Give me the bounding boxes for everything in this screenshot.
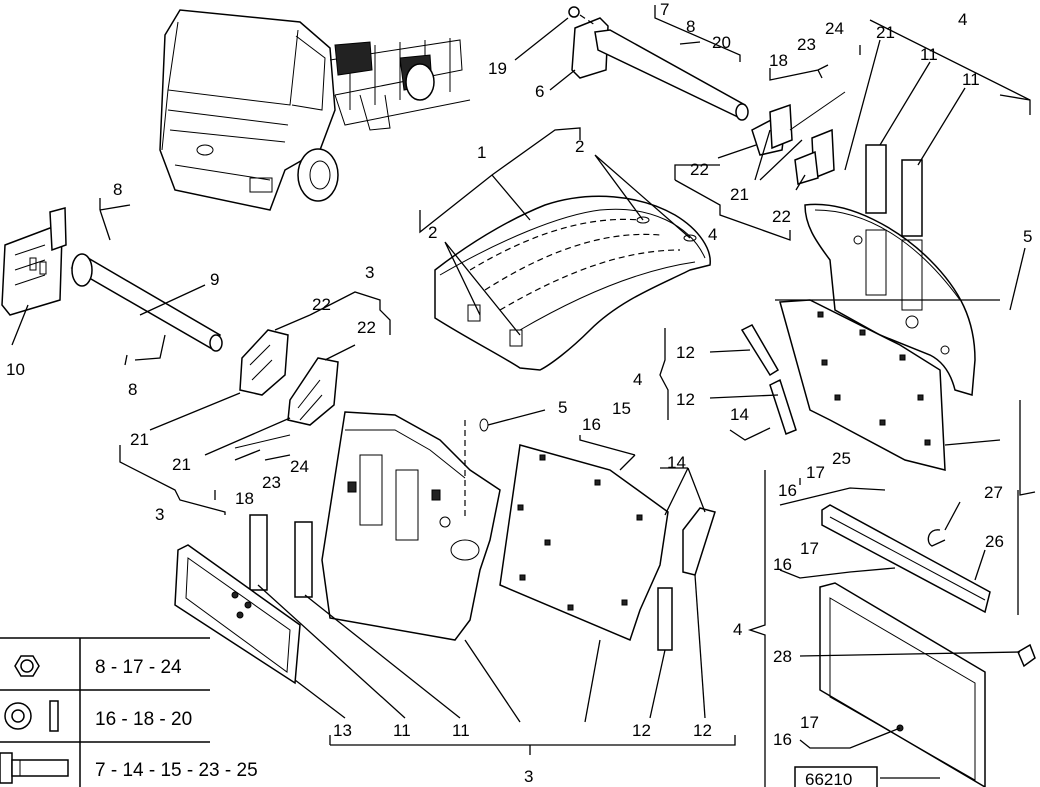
callout: 8	[113, 180, 122, 199]
callout: 27	[984, 483, 1003, 502]
center-mudguard	[321, 411, 501, 641]
left-clips	[234, 329, 339, 449]
callout: 16	[582, 415, 601, 434]
legend-row-text: 16 - 18 - 20	[95, 709, 192, 730]
callout: 11	[393, 721, 411, 740]
callout: 17	[800, 539, 819, 558]
fender-shell	[434, 195, 711, 371]
truck-illustration	[159, 9, 471, 211]
callout: 11	[920, 45, 938, 64]
callout: 16	[778, 481, 797, 500]
callout: 7	[660, 0, 669, 19]
callout: 12	[676, 343, 695, 362]
callout: 20	[712, 33, 731, 52]
callout: 4	[733, 620, 742, 639]
small-strips	[249, 324, 797, 651]
top-support-bracket	[568, 6, 749, 121]
license-plate-holder	[174, 544, 301, 685]
callout: 6	[535, 82, 544, 101]
top-clips	[751, 91, 846, 185]
callout: 2	[575, 137, 584, 156]
washer-icon	[4, 700, 59, 732]
callout: 8	[128, 380, 137, 399]
callout: 11	[452, 721, 470, 740]
callout: 23	[262, 473, 281, 492]
lower-right-assembly	[819, 504, 1036, 787]
callout: 2	[428, 223, 437, 242]
callout: 4	[708, 225, 717, 244]
callout: 12	[693, 721, 712, 740]
callout: 24	[825, 19, 844, 38]
callout: 4	[633, 370, 642, 389]
callout: 19	[488, 59, 507, 78]
callout: 3	[524, 767, 533, 786]
callout: 25	[832, 449, 851, 468]
legend-row-text: 8 - 17 - 24	[95, 657, 182, 678]
callout: 9	[210, 270, 219, 289]
left-support-bracket	[1, 207, 223, 352]
callout: 14	[667, 453, 686, 472]
callout: 18	[769, 51, 788, 70]
leader-lines	[11, 5, 1036, 787]
callout: 8	[686, 17, 695, 36]
center-flap	[499, 444, 669, 642]
legend-row-text: 7 - 14 - 15 - 23 - 25	[95, 760, 258, 781]
callout: 16	[773, 555, 792, 574]
fastener-legend: 8 - 17 - 24 16 - 18 - 20 7 - 14 - 15 - 2…	[0, 637, 258, 787]
callout: 3	[365, 263, 374, 282]
callout: 4	[958, 10, 967, 29]
callout: 23	[797, 35, 816, 54]
callout: 22	[312, 295, 331, 314]
callout: 3	[155, 505, 164, 524]
callout: 22	[357, 318, 376, 337]
callout: 5	[558, 398, 567, 417]
callout: 21	[172, 455, 191, 474]
callout: 15	[612, 399, 631, 418]
callout: 10	[6, 360, 25, 379]
callout: 1	[477, 143, 486, 162]
callout: 14	[730, 405, 749, 424]
callout: 21	[876, 23, 895, 42]
upper-right-mudflap	[779, 144, 976, 471]
callout: 17	[800, 713, 819, 732]
callout: 18	[235, 489, 254, 508]
callout: 22	[772, 207, 791, 226]
callout: 28	[773, 647, 792, 666]
callout: 26	[985, 532, 1004, 551]
callout: 21	[130, 430, 149, 449]
callout: 21	[730, 185, 749, 204]
callout: 13	[333, 721, 352, 740]
callout: 12	[676, 390, 695, 409]
callout: 12	[632, 721, 651, 740]
hex-nut-icon	[14, 655, 40, 677]
callout: 22	[690, 160, 709, 179]
callout: 24	[290, 457, 309, 476]
callout: 17	[806, 463, 825, 482]
reference-code-box: 66210	[794, 766, 878, 787]
callout-labels: 8 9 10 8 1 2 2 4 7 8 20 19 6 18 23 24 21…	[6, 0, 1032, 786]
bolt-icon	[0, 752, 69, 784]
callout: 5	[1023, 227, 1032, 246]
callout: 11	[962, 70, 980, 89]
reference-code: 66210	[805, 770, 852, 787]
callout: 16	[773, 730, 792, 749]
